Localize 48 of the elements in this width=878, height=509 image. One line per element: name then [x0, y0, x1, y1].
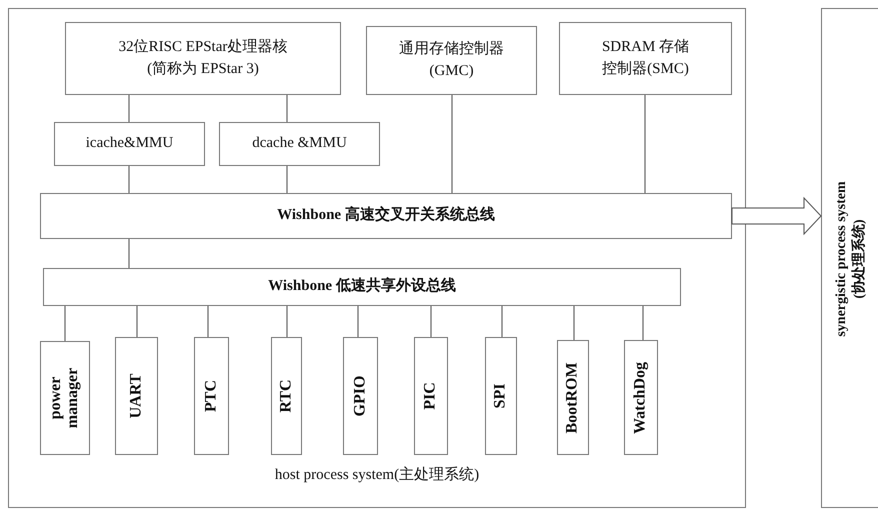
module-box — [559, 22, 732, 95]
system-title: host process system(主处理系统) — [274, 465, 480, 486]
connector-line — [644, 94, 646, 194]
connector-line — [136, 306, 138, 338]
peripheral-box — [343, 337, 378, 455]
module-label: 32位RISC EPStar处理器核 (简称为 EPStar 3) — [118, 38, 288, 78]
system-title: synergistic process system (协处理系统) — [832, 180, 868, 339]
module-label: 通用存储控制器 (GMC) — [398, 40, 505, 80]
block-arrow — [732, 196, 822, 236]
peripheral-box — [40, 341, 90, 455]
module-label: PIC — [422, 382, 440, 410]
module-label: GPIO — [352, 376, 369, 416]
module-label: UART — [128, 374, 145, 418]
module-label: dcache &MMU — [251, 134, 348, 154]
connector-line — [64, 306, 66, 342]
module-label: PTC — [203, 380, 220, 412]
peripheral-box — [115, 337, 158, 455]
bus-bar — [43, 268, 681, 306]
system-frame — [8, 8, 746, 508]
module-label: WatchDog — [632, 362, 650, 434]
connector-line — [430, 306, 432, 338]
connector-line — [128, 94, 130, 122]
peripheral-box — [557, 340, 589, 455]
bus-bar — [40, 193, 732, 239]
module-label: Wishbone 低速共享外设总线 — [267, 276, 457, 296]
peripheral-box — [194, 337, 229, 455]
peripheral-box — [485, 337, 517, 455]
module-label: BootROM — [564, 362, 582, 434]
system-frame — [821, 8, 878, 508]
peripheral-box — [624, 340, 658, 455]
connector-line — [128, 166, 130, 194]
connector-line — [642, 306, 644, 340]
module-box — [65, 22, 341, 95]
module-label: RTC — [278, 379, 295, 413]
module-box — [54, 122, 205, 166]
module-label: SPI — [492, 384, 510, 408]
module-label: icache&MMU — [84, 134, 174, 154]
module-box — [219, 122, 380, 166]
module-label: SDRAM 存储控制器(SMC) — [600, 38, 690, 78]
connector-line — [128, 238, 130, 268]
peripheral-box — [414, 337, 448, 455]
peripheral-box — [271, 337, 302, 455]
module-box — [366, 26, 537, 95]
module-label: Wishbone 高速交叉开关系统总线 — [276, 205, 496, 226]
connector-line — [286, 94, 288, 122]
module-label: power manager — [48, 366, 82, 430]
connector-line — [286, 306, 288, 338]
connector-line — [286, 166, 288, 194]
